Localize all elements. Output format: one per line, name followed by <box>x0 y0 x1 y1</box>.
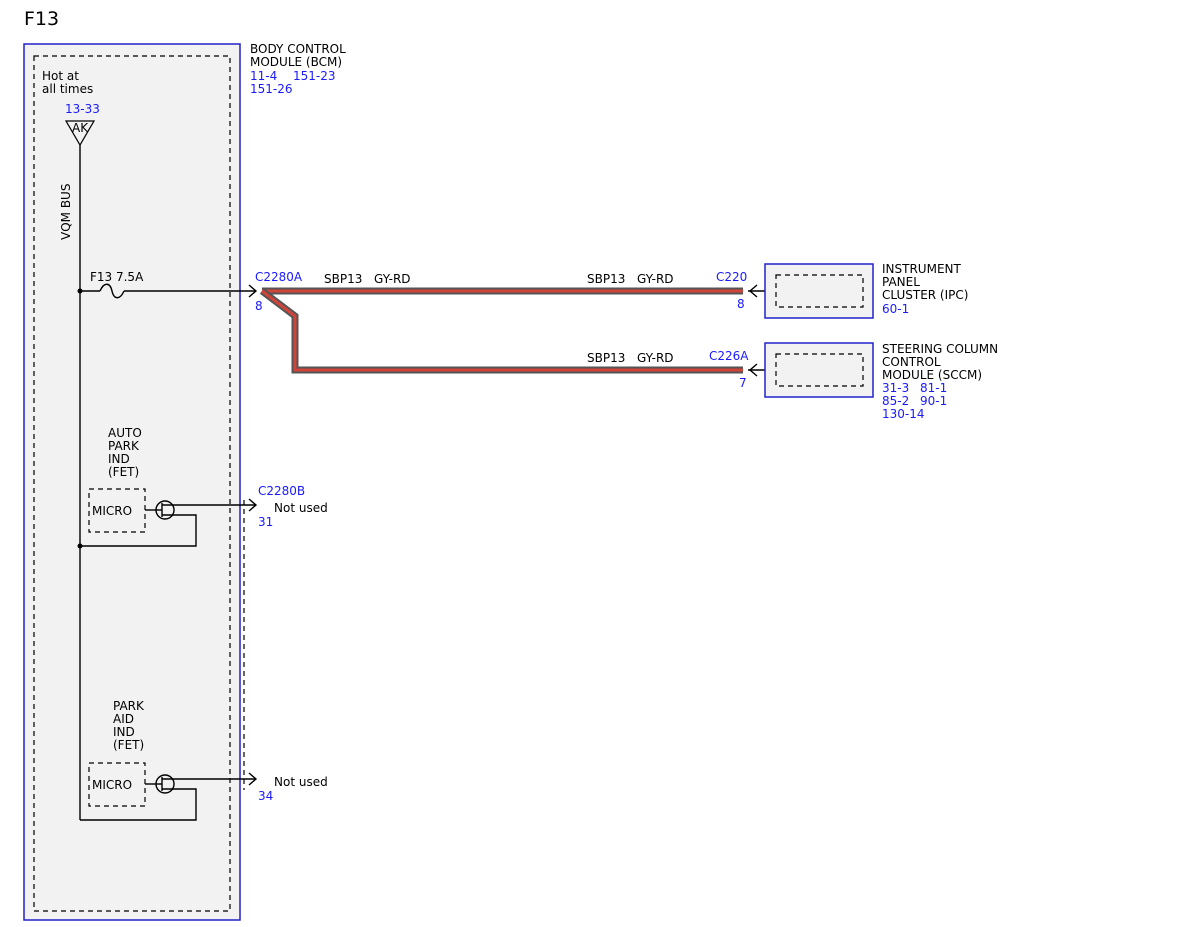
connector-c226a[interactable]: C226A <box>709 349 749 363</box>
circuit-number: SBP13 <box>587 272 625 286</box>
micro-label: MICRO <box>92 504 132 518</box>
not-used-label: Not used <box>274 775 328 789</box>
sccm-ref-link[interactable]: 31-3 <box>882 381 909 395</box>
sccm-ref-link[interactable]: 81-1 <box>920 381 947 395</box>
micro-box <box>88 762 146 807</box>
bcm-internal-boundary <box>33 55 231 912</box>
connector-c2280b[interactable]: C2280B <box>258 484 305 498</box>
connector-c2280b-pin: 31 <box>258 515 273 529</box>
connector-arrow-icon <box>748 363 758 377</box>
connector-c2280b-pin: 34 <box>258 789 273 803</box>
fuse-icon <box>99 283 125 299</box>
hot-at-all-times-line1: Hot at <box>42 69 79 83</box>
ipc-name-line: INSTRUMENT <box>882 262 961 276</box>
bcm-module-box <box>23 43 241 921</box>
circuit-number: SBP13 <box>324 272 362 286</box>
wire-segment <box>80 514 197 547</box>
connector-c220-pin: 8 <box>737 297 745 311</box>
bus-tag: AK <box>72 121 89 135</box>
sccm-name-line: MODULE (SCCM) <box>882 368 982 382</box>
connector-arrow-icon <box>748 284 758 298</box>
park-aid-ind-label: AID <box>113 712 134 726</box>
sccm-ref-link[interactable]: 90-1 <box>920 394 947 408</box>
not-used-label: Not used <box>274 501 328 515</box>
bcm-module[interactable] <box>23 43 241 921</box>
hot-ref-link[interactable]: 13-33 <box>65 102 100 116</box>
connector-c226a-pin: 7 <box>739 376 747 390</box>
sccm-module-box[interactable] <box>764 342 874 398</box>
bcm-ref-link[interactable]: 11-4 <box>250 69 277 83</box>
connector-arrow-icon <box>248 284 258 298</box>
park-aid-ind-label: (FET) <box>113 738 144 752</box>
fuse-label: F13 7.5A <box>90 270 144 284</box>
park-aid-ind-label: IND <box>113 725 135 739</box>
bcm-ref-link[interactable]: 151-23 <box>293 69 336 83</box>
wire-color: GY-RD <box>637 272 674 286</box>
circuit-number: SBP13 <box>587 351 625 365</box>
auto-park-ind-label: PARK <box>108 439 140 453</box>
micro-box <box>88 488 146 533</box>
wire-color: GY-RD <box>374 272 411 286</box>
hot-at-all-times-line2: all times <box>42 82 93 96</box>
auto-park-ind-label: (FET) <box>108 465 139 479</box>
ipc-name-line: PANEL <box>882 275 920 289</box>
vqm-bus-label: VQM BUS <box>59 184 73 240</box>
park-aid-ind-label: PARK <box>113 699 145 713</box>
connector-c2280a[interactable]: C2280A <box>255 270 303 284</box>
bcm-name-line1: BODY CONTROL <box>250 42 346 56</box>
sccm-name-line: STEERING COLUMN <box>882 342 998 356</box>
connector-arrow-icon <box>248 498 258 512</box>
sccm-ref-link[interactable]: 85-2 <box>882 394 909 408</box>
micro-label: MICRO <box>92 778 132 792</box>
sccm-name-line: CONTROL <box>882 355 941 369</box>
sccm-internal-boundary <box>775 353 864 387</box>
wire-color: GY-RD <box>637 351 674 365</box>
harness-sbp13[interactable] <box>259 287 743 374</box>
connector-c220[interactable]: C220 <box>716 270 747 284</box>
auto-park-ind-label: AUTO <box>108 426 142 440</box>
connector-arrow-icon <box>248 772 258 786</box>
bcm-ref-link[interactable]: 151-26 <box>250 82 293 96</box>
page-title: F13 <box>24 8 59 30</box>
bcm-name-line2: MODULE (BCM) <box>250 55 342 69</box>
auto-park-ind-label: IND <box>108 452 130 466</box>
ipc-name-line: CLUSTER (IPC) <box>882 288 968 302</box>
connector-c2280a-pin: 8 <box>255 299 263 313</box>
bus-terminal-triangle-icon <box>64 120 96 147</box>
sccm-ref-link[interactable]: 130-14 <box>882 407 925 421</box>
splice-dot <box>77 543 83 549</box>
wire-segment <box>80 788 197 821</box>
ipc-ref-link[interactable]: 60-1 <box>882 302 909 316</box>
ipc-module-box[interactable] <box>764 263 874 319</box>
ipc-internal-boundary <box>775 274 864 308</box>
